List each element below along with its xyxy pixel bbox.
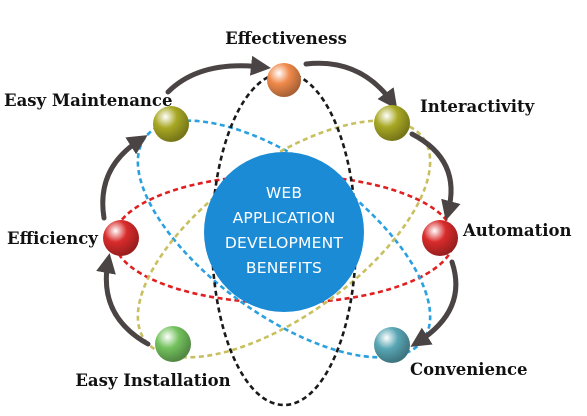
center-line-1: WEB (266, 184, 302, 202)
label-convenience: Convenience (410, 360, 528, 379)
center-line-3: DEVELOPMENT (225, 234, 344, 252)
node-convenience (374, 327, 410, 363)
label-effectiveness: Effectiveness (225, 29, 347, 48)
node-easy-installation (155, 326, 191, 362)
label-easy-installation: Easy Installation (75, 371, 230, 390)
label-easy-maintenance: Easy Maintenance (4, 91, 172, 110)
arrow-effectiveness-to-interactivity (303, 60, 398, 110)
arrow-maintenance-to-effectiveness (165, 55, 271, 95)
node-effectiveness (267, 63, 301, 97)
node-easy-maintenance (153, 106, 189, 142)
arrow-efficiency-to-maintenance (100, 135, 148, 221)
benefit-nodes (103, 63, 458, 363)
node-efficiency (103, 220, 139, 256)
node-automation (422, 220, 458, 256)
benefit-labels: Effectiveness Interactivity Automation C… (4, 29, 571, 390)
cycle-arrows (96, 55, 461, 347)
center-circle: WEB APPLICATION DEVELOPMENT BENEFITS (204, 152, 364, 312)
arrow-interactivity-to-automation (409, 131, 461, 221)
label-automation: Automation (462, 221, 571, 240)
node-interactivity (374, 105, 410, 141)
arrow-automation-to-convenience (410, 259, 459, 347)
arrow-installation-to-efficiency (96, 253, 151, 347)
center-line-4: BENEFITS (246, 259, 322, 277)
label-interactivity: Interactivity (420, 97, 535, 116)
label-efficiency: Efficiency (7, 229, 98, 248)
center-line-2: APPLICATION (233, 209, 336, 227)
